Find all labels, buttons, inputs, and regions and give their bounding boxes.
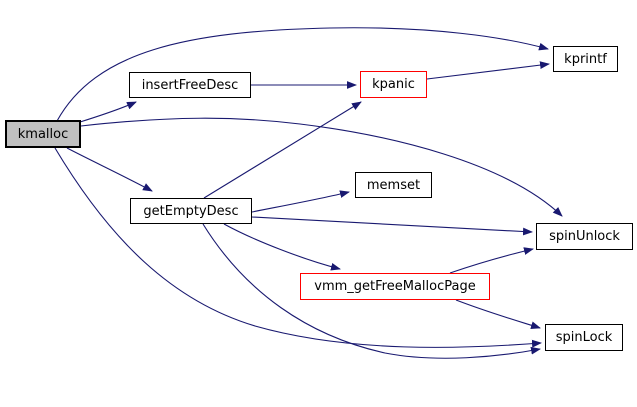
node-kmalloc[interactable]: kmalloc bbox=[5, 120, 81, 148]
edge-kmalloc-to-spinLock bbox=[54, 147, 542, 348]
edge-vmm_getFreeMallocPage-to-spinUnlock bbox=[449, 247, 534, 274]
node-insertFreeDesc[interactable]: insertFreeDesc bbox=[129, 72, 251, 98]
edge-getEmptyDesc-to-spinLock bbox=[202, 223, 541, 359]
edge-kmalloc-to-spinUnlock bbox=[80, 117, 563, 217]
node-label-kpanic: kpanic bbox=[372, 77, 415, 92]
node-label-spinLock: spinLock bbox=[555, 330, 613, 345]
node-label-getEmptyDesc: getEmptyDesc bbox=[143, 203, 239, 219]
node-label-memset: memset bbox=[366, 177, 421, 193]
node-memset[interactable]: memset bbox=[355, 172, 432, 198]
node-label-insertFreeDesc: insertFreeDesc bbox=[141, 77, 239, 93]
node-kpanic[interactable]: kpanic bbox=[360, 71, 427, 98]
node-kprintf[interactable]: kprintf bbox=[553, 46, 618, 72]
node-spinLock[interactable]: spinLock bbox=[545, 324, 623, 351]
node-spinUnlock[interactable]: spinUnlock bbox=[536, 223, 633, 250]
node-label-vmm_getFreeMallocPage: vmm_getFreeMallocPage bbox=[314, 279, 476, 294]
edge-kmalloc-to-kprintf bbox=[56, 27, 549, 122]
edge-getEmptyDesc-to-vmm_getFreeMallocPage bbox=[223, 223, 341, 271]
edge-kmalloc-to-insertFreeDesc bbox=[79, 101, 137, 123]
node-label-kmalloc: kmalloc bbox=[17, 126, 69, 142]
node-label-spinUnlock: spinUnlock bbox=[549, 229, 620, 244]
node-label-kprintf: kprintf bbox=[564, 51, 607, 67]
edge-kmalloc-to-getEmptyDesc bbox=[66, 147, 153, 192]
edge-kpanic-to-kprintf bbox=[426, 61, 550, 80]
edge-getEmptyDesc-to-memset bbox=[251, 190, 350, 213]
node-vmm_getFreeMallocPage[interactable]: vmm_getFreeMallocPage bbox=[300, 273, 490, 300]
node-getEmptyDesc[interactable]: getEmptyDesc bbox=[130, 198, 252, 224]
edge-getEmptyDesc-to-kpanic bbox=[203, 101, 362, 199]
edge-getEmptyDesc-to-spinUnlock bbox=[251, 216, 533, 236]
edge-vmm_getFreeMallocPage-to-spinLock bbox=[455, 299, 541, 329]
